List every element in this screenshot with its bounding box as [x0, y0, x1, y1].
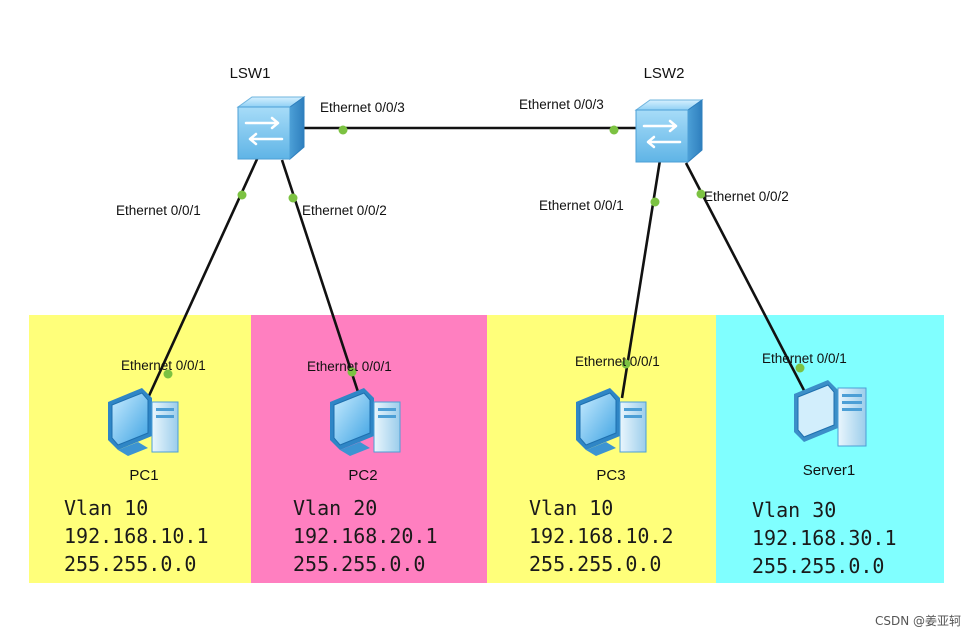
port-dot-lsw2-e003 — [609, 125, 619, 135]
port-label-lsw2-e002: Ethernet 0/0/2 — [704, 189, 789, 204]
port-label-pc1: Ethernet 0/0/1 — [121, 358, 206, 373]
host-label-pc2: PC2 — [348, 467, 377, 484]
switch-label-lsw2: LSW2 — [644, 65, 685, 82]
host-info-pc2: Vlan 20 192.168.20.1 255.255.0.0 — [293, 494, 438, 578]
host-label-pc3: PC3 — [596, 467, 625, 484]
ip-address: 192.168.10.1 — [64, 524, 209, 548]
port-label-server1: Ethernet 0/0/1 — [762, 351, 847, 366]
port-label-lsw1-e002: Ethernet 0/0/2 — [302, 203, 387, 218]
subnet-mask: 255.255.0.0 — [293, 552, 426, 576]
port-dot-pc2-e001 — [347, 367, 357, 377]
subnet-mask: 255.255.0.0 — [529, 552, 662, 576]
ip-address: 192.168.20.1 — [293, 524, 438, 548]
host-label-server1: Server1 — [803, 462, 856, 479]
switch-label-lsw1: LSW1 — [230, 65, 271, 82]
port-dot-pc3-e001 — [621, 359, 631, 369]
vlan-label: Vlan 10 — [64, 496, 149, 520]
port-dot-lsw2-e001 — [650, 197, 660, 207]
port-dot-server1-e001 — [795, 363, 805, 373]
vlan-zone-server1 — [716, 315, 944, 583]
port-label-lsw2-e001: Ethernet 0/0/1 — [539, 198, 624, 213]
subnet-mask: 255.255.0.0 — [752, 554, 885, 578]
host-label-pc1: PC1 — [129, 467, 158, 484]
host-info-server1: Vlan 30 192.168.30.1 255.255.0.0 — [752, 496, 897, 580]
vlan-label: Vlan 20 — [293, 496, 378, 520]
port-label-lsw1-e003: Ethernet 0/0/3 — [320, 100, 405, 115]
port-label-pc3: Ethernet 0/0/1 — [575, 354, 660, 369]
port-dot-pc1-e001 — [163, 369, 173, 379]
vlan-label: Vlan 10 — [529, 496, 614, 520]
port-dot-lsw2-e002 — [696, 189, 706, 199]
port-dot-lsw1-e003 — [338, 125, 348, 135]
subnet-mask: 255.255.0.0 — [64, 552, 197, 576]
port-dot-lsw1-e002 — [288, 193, 298, 203]
ip-address: 192.168.30.1 — [752, 526, 897, 550]
watermark: CSDN @姜亚轲 — [874, 614, 961, 628]
ip-address: 192.168.10.2 — [529, 524, 674, 548]
switch-icon[interactable] — [236, 95, 306, 161]
port-label-pc2: Ethernet 0/0/1 — [307, 359, 392, 374]
vlan-zone-pc2 — [251, 315, 487, 583]
link-lsw2-server1 — [684, 162, 810, 399]
host-info-pc1: Vlan 10 192.168.10.1 255.255.0.0 — [64, 494, 209, 578]
port-label-lsw1-e001: Ethernet 0/0/1 — [116, 203, 201, 218]
host-info-pc3: Vlan 10 192.168.10.2 255.255.0.0 — [529, 494, 674, 578]
port-dot-lsw1-e001 — [237, 190, 247, 200]
switch-icon[interactable] — [634, 98, 704, 164]
port-label-lsw2-e003: Ethernet 0/0/3 — [519, 97, 604, 112]
vlan-label: Vlan 30 — [752, 498, 837, 522]
